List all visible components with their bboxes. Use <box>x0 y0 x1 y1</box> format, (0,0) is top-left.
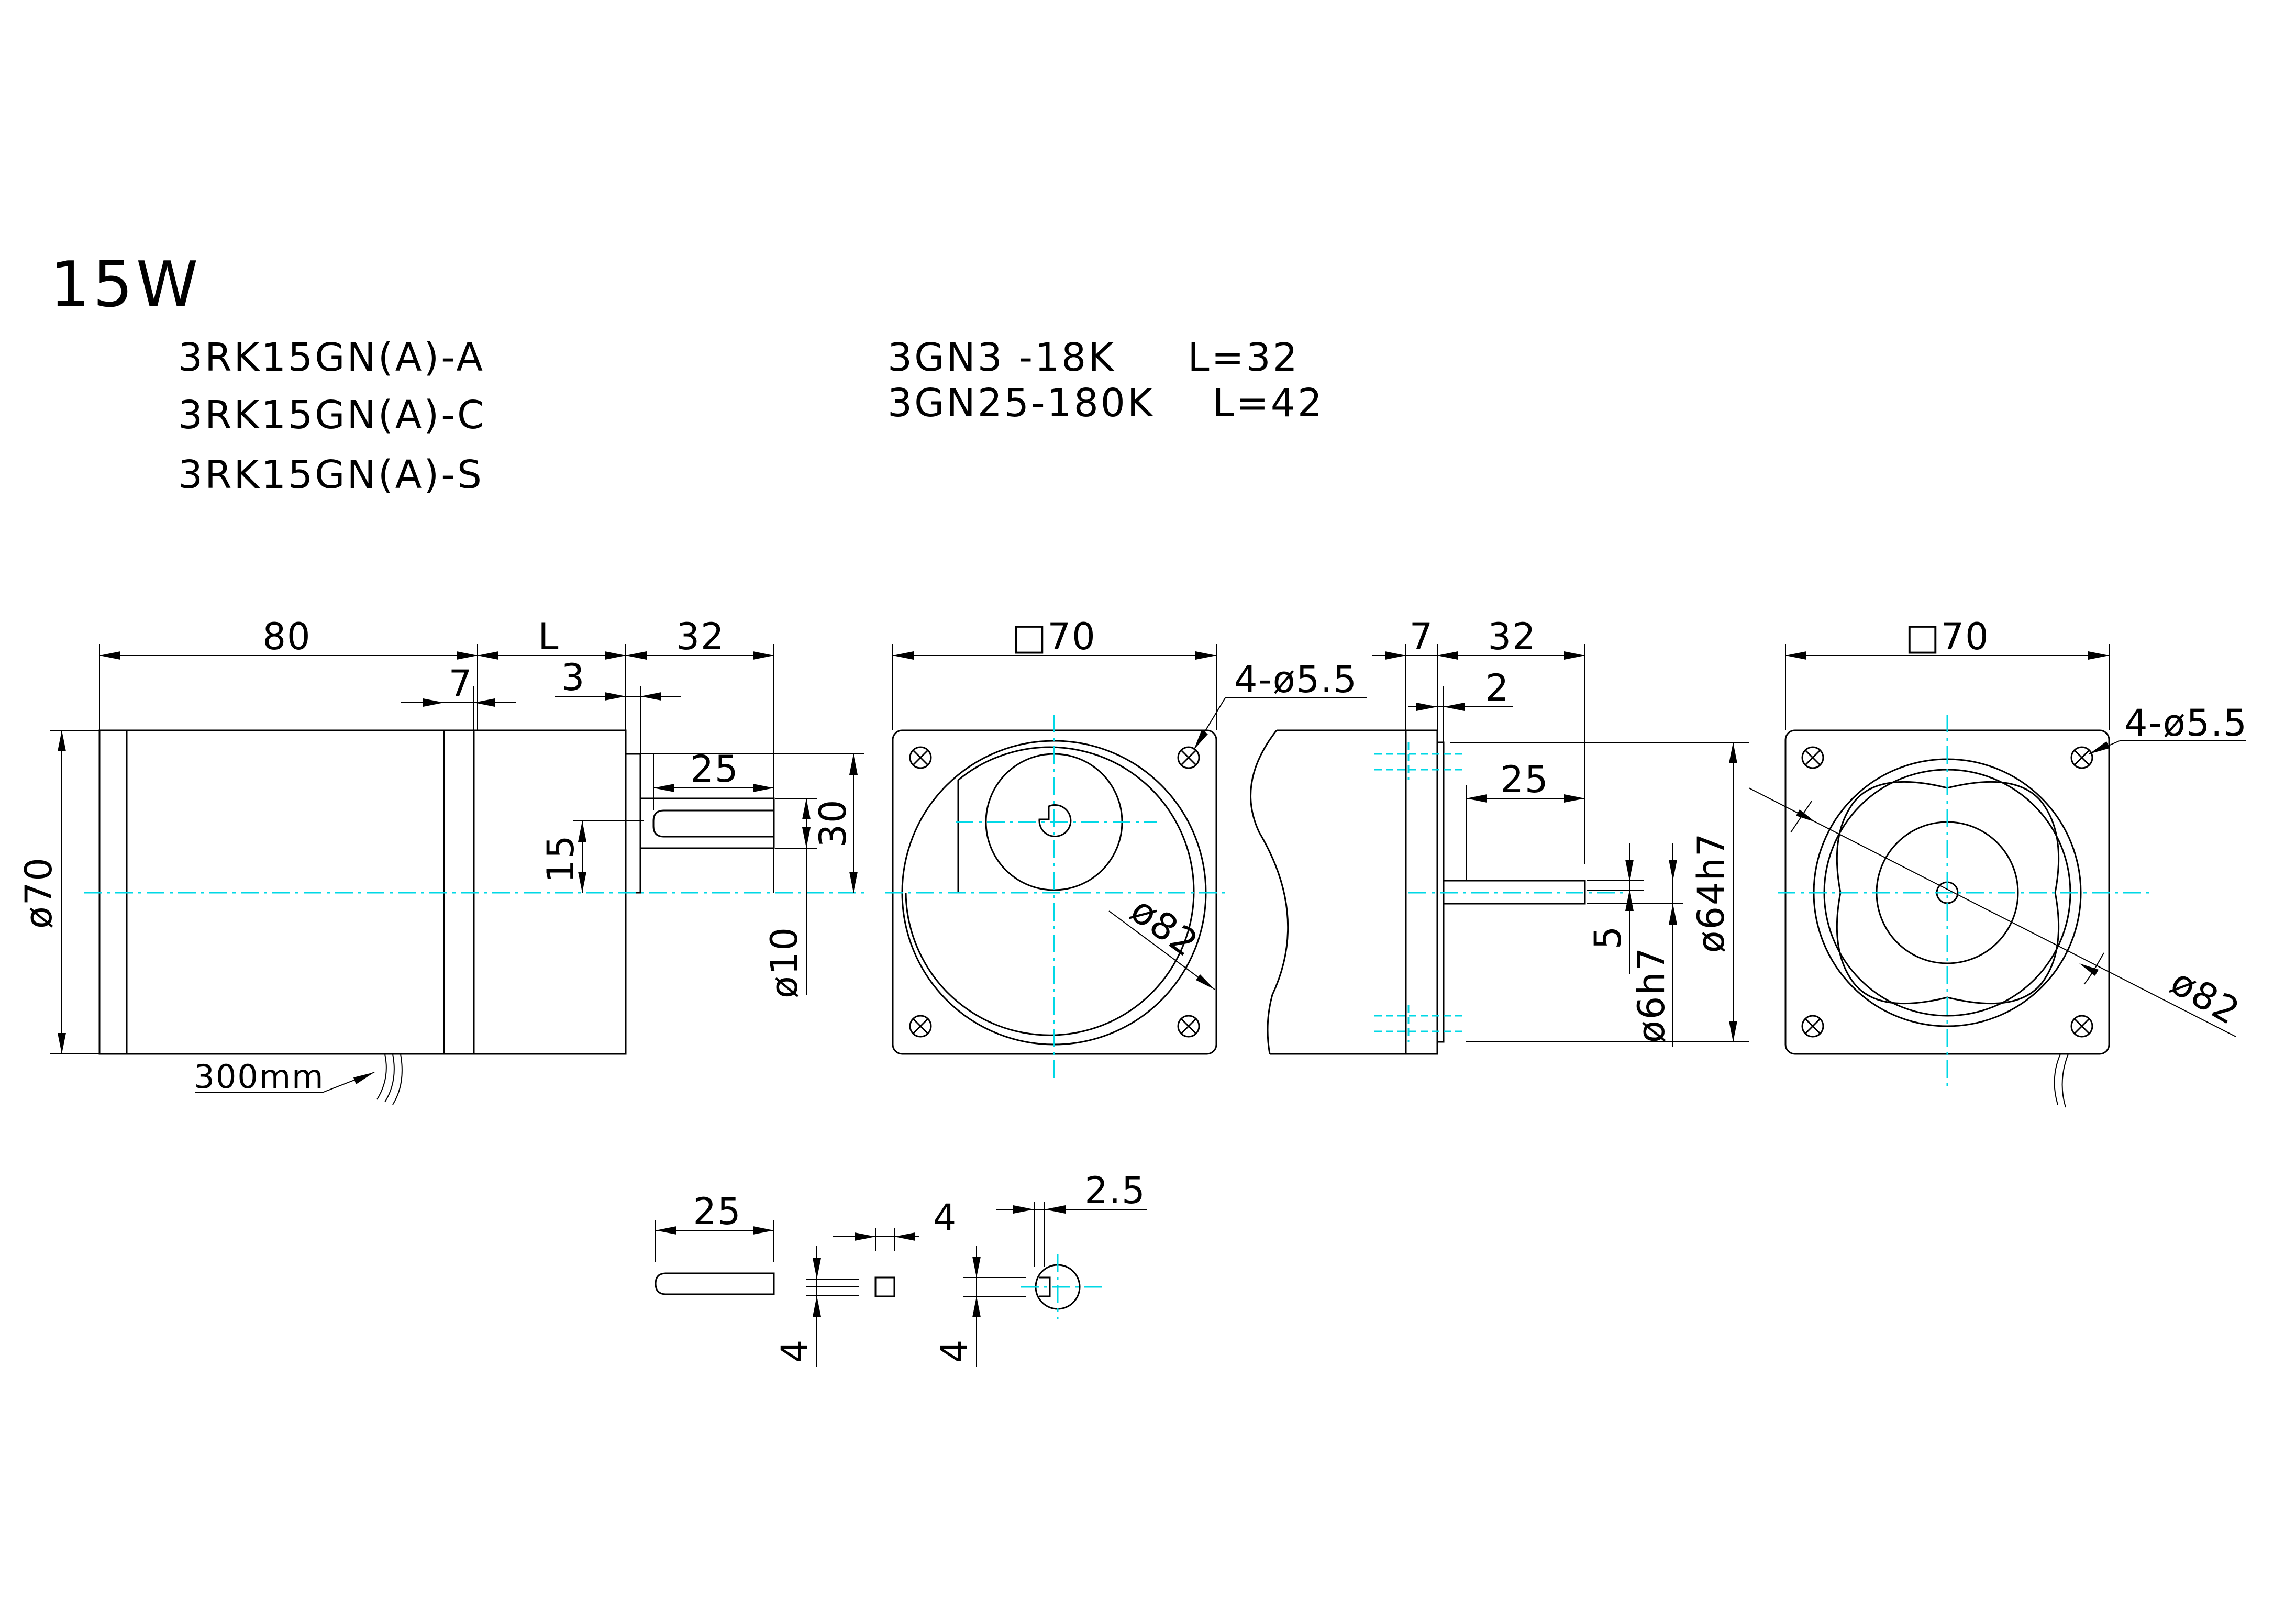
dim-front-holes-4-phi5.5: 4-ø5.5 <box>1234 658 1358 701</box>
front-view: □70 4-ø5.5 ø82 <box>885 615 1367 1079</box>
flange-view: 7 32 2 25 5 ø6h7 <box>1250 615 1749 1055</box>
dim-boss-3: 3 <box>561 656 586 699</box>
dim-rear-holes-4-phi5.5: 4-ø5.5 <box>2124 702 2248 745</box>
dim-key-depth-2.5: 2.5 <box>1084 1169 1146 1212</box>
shaft-details: 25 4 4 2.5 4 <box>655 1169 1147 1367</box>
power-rating-title: 15W <box>50 249 201 321</box>
pilot-boss <box>625 753 641 894</box>
dim-lead-length-300mm: 300mm <box>194 1058 324 1096</box>
output-shaft <box>639 797 775 849</box>
rear-lead-wires <box>2054 1053 2069 1108</box>
dim-flat-4: 4 <box>933 1196 958 1239</box>
lead-wires <box>376 1053 403 1105</box>
rear-mounting-holes <box>1801 746 2093 1038</box>
dim-gearhead-length-L: L <box>538 615 560 658</box>
dim-flange-7: 7 <box>1410 615 1434 658</box>
dim-length-80: 80 <box>262 615 311 658</box>
front-shaft-key <box>1038 804 1072 838</box>
model-line-3: 3RK15GN(A)-S <box>178 452 484 497</box>
dim-key-width-4: 4 <box>933 1339 976 1363</box>
dim-flange-shaft-25: 25 <box>1500 758 1549 801</box>
gearhead-line-1: 3GN3 -18K L=32 <box>888 335 1300 380</box>
dim-key-25: 25 <box>693 1190 741 1233</box>
side-view: 80 L 32 7 3 25 15 <box>17 615 864 1105</box>
break-line <box>1250 730 1289 1054</box>
dim-shaft-length-32: 32 <box>676 615 725 658</box>
dim-shaft-phi6h7: ø6h7 <box>1630 947 1673 1043</box>
dim-flange-pilot-2: 2 <box>1485 666 1510 709</box>
dim-boss-30: 30 <box>812 798 855 847</box>
dim-flange-shaft-32: 32 <box>1488 615 1536 658</box>
dim-junction-7: 7 <box>449 662 473 705</box>
dim-pilot-phi64h7: ø64h7 <box>1690 832 1733 953</box>
rear-housing-outline <box>1836 781 2060 1005</box>
model-line-1: 3RK15GN(A)-A <box>178 335 485 380</box>
shaft-keyway <box>652 809 774 838</box>
model-line-2: 3RK15GN(A)-C <box>178 393 486 438</box>
dim-flat-height-4: 4 <box>773 1339 816 1363</box>
dim-shaft-diameter-phi10: ø10 <box>763 926 806 998</box>
keyed-shaft-key <box>1039 1276 1051 1297</box>
dim-body-diameter-phi70: ø70 <box>17 857 60 929</box>
dim-flat-5: 5 <box>1587 925 1629 950</box>
dim-rear-square-70: □70 <box>1905 615 1989 658</box>
dim-rear-pcd-phi82: ø82 <box>2164 960 2247 1034</box>
dim-shaft-offset-15: 15 <box>539 834 582 883</box>
gearhead-line-2: 3GN25-180K L=42 <box>888 381 1324 426</box>
front-mounting-holes <box>909 746 1200 1038</box>
dim-front-square-70: □70 <box>1012 615 1096 658</box>
dim-key-length-25: 25 <box>690 748 739 791</box>
rear-view: □70 4-ø5.5 ø82 <box>1748 615 2248 1108</box>
front-flange-arc <box>905 746 1195 1036</box>
flat-section <box>874 1276 895 1297</box>
key-profile <box>655 1272 775 1295</box>
